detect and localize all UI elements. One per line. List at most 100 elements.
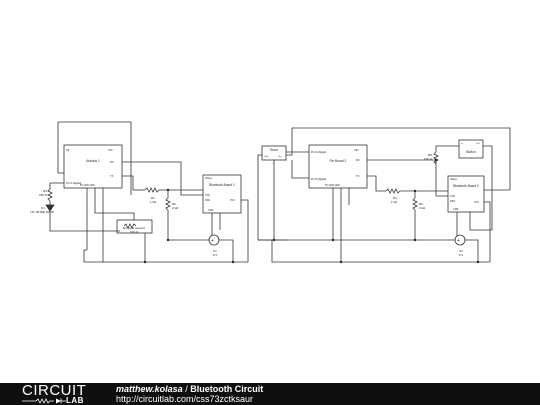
bluetooth-2-label: Bluetooth Board 2: [453, 184, 479, 188]
wire: [286, 127, 511, 191]
resistor-r3: [47, 188, 53, 202]
r2-value: 2 kΩ: [172, 206, 179, 210]
opto-resistor: [123, 223, 137, 229]
resistor-logo-icon: [22, 398, 66, 404]
r4-value: 100 Ω: [130, 230, 139, 234]
resistor-r2: [165, 197, 171, 211]
arduino-1-label: Arduino 1: [86, 159, 100, 163]
logo-wordmark: CIRCUIT: [22, 382, 87, 399]
resistor-r5: [433, 151, 439, 165]
r6-value: 1 kΩ: [391, 200, 398, 204]
wire: [122, 161, 203, 196]
wire: [483, 145, 493, 230]
arduino-pin-tx: TX: [110, 174, 114, 178]
bluetooth-1-label: Bluetooth Board 1: [209, 183, 235, 187]
pi-board-2-label: Pin Board 2: [330, 159, 347, 163]
led-d1: [45, 204, 55, 212]
servo-pin-c: +V: [272, 163, 275, 165]
r6-name: R4: [393, 196, 397, 200]
bluetooth-board-2-body[interactable]: [447, 175, 485, 213]
d1-value: LTL-307EE: [30, 210, 45, 214]
r1-value: 1 kΩ: [150, 200, 157, 204]
v2-name: V2: [459, 249, 463, 253]
wire: [367, 159, 448, 197]
arduino-pin-vin: VIN: [108, 148, 112, 152]
wire: [271, 240, 490, 263]
project-title[interactable]: Bluetooth Circuit: [190, 384, 264, 394]
bt2-pin-gnd: GND: [453, 208, 459, 211]
footer-bar: CIRCUIT LAB matthew.kolasa / Bluetooth C…: [0, 383, 540, 405]
bt1-pin-rxd: RXD: [205, 199, 210, 202]
bt1-pin-vcc: VCC: [230, 199, 235, 202]
wire: [49, 182, 64, 189]
r4-name: R4 (opto sensor): [123, 226, 145, 230]
pi-board-2-body[interactable]: [308, 144, 368, 189]
wire: [57, 121, 132, 195]
pi-pin-d9: Pin 9 (digital): [311, 150, 326, 154]
r7-name: R6: [419, 202, 423, 206]
resistor-r7: [412, 197, 418, 211]
r2-name: R2: [172, 202, 176, 206]
arduino-pin-rx: RX: [110, 160, 114, 164]
path-separator: /: [185, 384, 188, 394]
bt1-pin-status: Status: [205, 177, 213, 180]
v1-plus: +: [211, 238, 214, 244]
bt2-pin-txd: TXD: [450, 195, 455, 198]
opto-sensor-r4-body[interactable]: [116, 219, 153, 234]
pi-pin-rx: RX: [356, 158, 360, 162]
servo-label: Servo: [270, 148, 279, 152]
servo-pin-a: Ctrl: [278, 155, 282, 158]
wire: [435, 145, 459, 152]
bt1-pin-gnd: GND: [208, 209, 214, 212]
wire: [465, 239, 479, 262]
wire: [200, 213, 213, 241]
arduino-pin-bottom: 5V GND GND: [80, 184, 95, 187]
button-body[interactable]: [458, 139, 484, 159]
r3-value: 330 Ω: [39, 193, 48, 197]
button-pin-a: In: [461, 143, 464, 145]
bt2-pin-rxd: RXD: [450, 200, 455, 203]
r3-name: R3: [43, 189, 47, 193]
wire: [83, 249, 87, 262]
wire: [367, 175, 386, 192]
wire: [94, 188, 135, 220]
pi-pin-bottom: 5V GND GND: [325, 184, 340, 187]
bt2-pin-vcc: VCC: [474, 201, 479, 204]
wire: [219, 239, 234, 262]
servo-pin-b: Gnd: [264, 156, 269, 158]
pi-pin-d8: Pin 8 (digital): [311, 177, 326, 181]
junction-dots: [143, 158, 480, 264]
resistor-r1: [144, 187, 160, 193]
project-meta: matthew.kolasa / Bluetooth Circuit http:…: [116, 384, 263, 404]
wire: [257, 154, 287, 241]
arduino-pin-d9: Pin 9 (digital): [66, 181, 81, 185]
wire: [484, 201, 491, 262]
r7-value: 2 kΩ: [419, 206, 426, 210]
wire: [49, 212, 120, 232]
arduino-1-body[interactable]: [63, 144, 123, 189]
d1-name: D1: [41, 206, 45, 210]
wire: [122, 175, 134, 190]
arduino-pin-a0: A0: [66, 148, 70, 152]
project-url[interactable]: http://circuitlab.com/css73zctksaur: [116, 394, 254, 404]
wire: [291, 160, 309, 179]
wire: [241, 199, 249, 262]
pi-pin-vin: VIN: [354, 148, 358, 152]
button-label: Button: [466, 150, 475, 154]
r5-value: 100 Ω: [424, 157, 433, 161]
r5-name: R5: [428, 153, 432, 157]
r1-name: R1: [151, 196, 155, 200]
bt1-pin-txd: TXD: [205, 194, 210, 197]
v1-value: 9 V: [213, 253, 218, 257]
v1-name: V1: [213, 249, 217, 253]
bt2-pin-status: Status: [450, 178, 458, 181]
button-pin-b: Out: [476, 142, 480, 145]
v2-value: 9 V: [459, 253, 464, 257]
wire: [469, 212, 492, 231]
bluetooth-board-1-body[interactable]: [202, 174, 242, 214]
circuit-schematic: + + Arduino 1 A0 Pin 9 (digital) RX TX V…: [30, 121, 511, 264]
logo-sub: LAB: [66, 396, 84, 405]
circuitlab-logo[interactable]: CIRCUIT LAB: [22, 383, 96, 405]
project-author[interactable]: matthew.kolasa: [116, 384, 183, 394]
